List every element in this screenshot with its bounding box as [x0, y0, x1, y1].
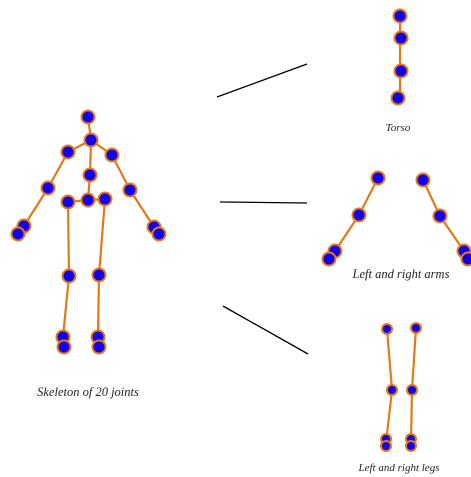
- joint-left-hand: [10, 226, 26, 242]
- left-leg: [380, 323, 398, 452]
- legs-caption: Left and right legs: [358, 462, 440, 474]
- right-arm-joint-shoulder: [415, 172, 431, 188]
- torso-joint-hip: [390, 90, 406, 106]
- right-arm-joint-elbow: [432, 208, 448, 224]
- torso-joint-spine: [393, 63, 409, 79]
- right-leg-joint-hip: [410, 322, 422, 334]
- left-leg-bone-thigh: [385, 327, 394, 392]
- skeleton-caption: Skeleton of 20 joints: [37, 385, 139, 399]
- joint-right-knee: [91, 267, 107, 283]
- left-arm-joint-shoulder: [370, 170, 386, 186]
- left-arm-joint-elbow: [351, 207, 367, 223]
- right-arm: [415, 172, 471, 267]
- divider-legs: [222, 305, 309, 355]
- joint-left-shoulder: [60, 144, 76, 160]
- joint-left-knee: [61, 268, 77, 284]
- legs-part: Left and right legs: [358, 322, 440, 474]
- right-leg-bone-thigh: [410, 326, 418, 392]
- joint-right-shoulder: [104, 147, 120, 163]
- joint-head: [80, 109, 96, 125]
- right-arm-joint-hand: [460, 251, 471, 267]
- torso-caption: Torso: [386, 122, 411, 134]
- left-arm-joint-hand: [321, 251, 337, 267]
- arms-part: Left and right arms: [321, 170, 471, 281]
- joint-hip-center: [80, 192, 96, 208]
- bone-left-thigh: [66, 200, 71, 278]
- joint-left-elbow: [40, 180, 56, 196]
- skeleton-joints: [10, 109, 167, 355]
- joint-right-elbow: [122, 182, 138, 198]
- joint-hip-left: [60, 194, 76, 210]
- bone-right-shin: [96, 273, 101, 339]
- joint-hip-right: [97, 191, 113, 207]
- left-leg-joint-knee: [386, 384, 398, 396]
- torso-part: Torso: [386, 8, 411, 134]
- joint-left-foot: [56, 339, 72, 355]
- bone-left-shin: [61, 274, 71, 339]
- divider-torso: [216, 63, 308, 98]
- arms-caption: Left and right arms: [352, 267, 450, 281]
- bone-right-thigh: [97, 197, 107, 277]
- right-leg-joint-knee: [406, 384, 418, 396]
- left-leg-joint-foot: [380, 440, 392, 452]
- joint-right-foot: [91, 339, 107, 355]
- left-arm: [321, 170, 386, 267]
- divider-arms: [219, 201, 308, 204]
- joint-spine: [82, 167, 98, 183]
- joint-right-hand: [151, 226, 167, 242]
- right-leg: [405, 322, 422, 452]
- full-skeleton: Skeleton of 20 joints: [10, 109, 167, 399]
- left-leg-joint-hip: [381, 323, 393, 335]
- joint-shoulder-center: [83, 132, 99, 148]
- right-leg-joint-foot: [405, 440, 417, 452]
- torso-joint-neck: [393, 30, 409, 46]
- skeleton-bones: [22, 115, 156, 339]
- divider-lines: [216, 63, 309, 355]
- torso-joint-head: [392, 8, 408, 24]
